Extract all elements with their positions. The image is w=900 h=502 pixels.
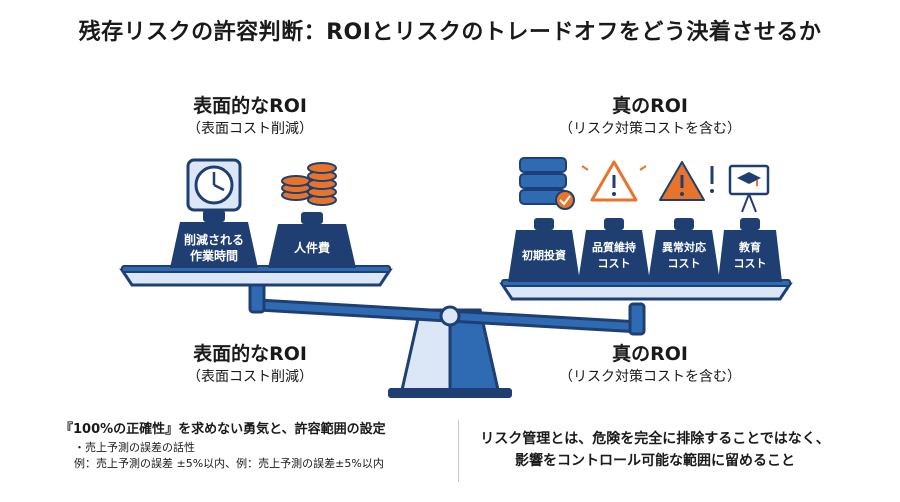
weight-work-hours bbox=[170, 210, 258, 268]
right-subheading: （リスク対策コストを含む） bbox=[559, 121, 741, 137]
weight-label-training: 教育 コスト bbox=[733, 241, 767, 270]
divider bbox=[458, 420, 459, 482]
left-subheading: （表面コスト削減） bbox=[187, 121, 313, 137]
right-heading: 真のROI bbox=[612, 95, 688, 117]
weight-initial-investment bbox=[508, 218, 580, 282]
tolerance-note: 『100%の正確性』を求めない勇気と、許容範囲の設定 ・売上予測の誤差の話性 例… bbox=[60, 420, 450, 472]
weight-label-labor-cost: 人件費 bbox=[293, 241, 330, 255]
conclusion-line-1: リスク管理とは、危険を完全に排除することではなく、 bbox=[480, 431, 830, 447]
left-lower-subheading: （表面コスト削減） bbox=[187, 369, 313, 385]
conclusion: リスク管理とは、危険を完全に排除することではなく、 影響をコントロール可能な範囲… bbox=[470, 428, 840, 472]
clock-icon bbox=[186, 158, 242, 212]
conclusion-line-2: 影響をコントロール可能な範囲に留めること bbox=[515, 453, 795, 469]
right-lower-subheading: （リスク対策コストを含む） bbox=[559, 369, 741, 385]
right-lower-heading-group: 真のROI （リスク対策コストを含む） bbox=[520, 342, 780, 388]
weight-incident-response bbox=[648, 218, 720, 282]
page-title: 残存リスクの許容判断：ROIとリスクのトレードオフをどう決着させるか bbox=[78, 20, 822, 45]
tolerance-note-line-1: ・売上予測の誤差の話性 bbox=[74, 441, 195, 454]
tolerance-note-heading: 『100%の正確性』を求めない勇気と、許容範囲の設定 bbox=[60, 422, 386, 437]
weight-training bbox=[718, 218, 782, 282]
weight-label-work-hours: 削減される 作業時間 bbox=[183, 233, 244, 263]
left-heading: 表面的なROI bbox=[193, 95, 307, 117]
tolerance-note-line-2: 例：売上予測の誤差 ±5%以内、例：売上予測の誤差±5%以内 bbox=[74, 457, 384, 470]
left-lower-heading-group: 表面的なROI （表面コスト削減） bbox=[140, 342, 360, 388]
coins-icon bbox=[281, 162, 337, 206]
left-lower-heading: 表面的なROI bbox=[193, 343, 307, 365]
database-check-icon bbox=[519, 157, 575, 210]
left-heading-group: 表面的なROI （表面コスト削減） bbox=[140, 94, 360, 140]
scale-stand bbox=[388, 308, 512, 398]
scale-beam bbox=[248, 280, 646, 336]
balance-scale bbox=[119, 157, 793, 398]
weight-label-initial-investment: 初期投資 bbox=[522, 249, 566, 262]
weight-label-quality-maintenance: 品質維持 コスト bbox=[592, 241, 636, 270]
weight-quality-maintenance bbox=[578, 218, 650, 282]
graduation-board-icon bbox=[728, 164, 770, 213]
alert-icon bbox=[659, 161, 714, 201]
weight-labor-cost bbox=[268, 212, 356, 268]
right-pan bbox=[499, 279, 793, 301]
weight-label-incident-response: 異常対応 コスト bbox=[662, 241, 706, 270]
warning-icon bbox=[581, 160, 647, 202]
right-heading-group: 真のROI （リスク対策コストを含む） bbox=[520, 94, 780, 140]
left-pan bbox=[119, 265, 393, 287]
right-lower-heading: 真のROI bbox=[612, 343, 688, 365]
